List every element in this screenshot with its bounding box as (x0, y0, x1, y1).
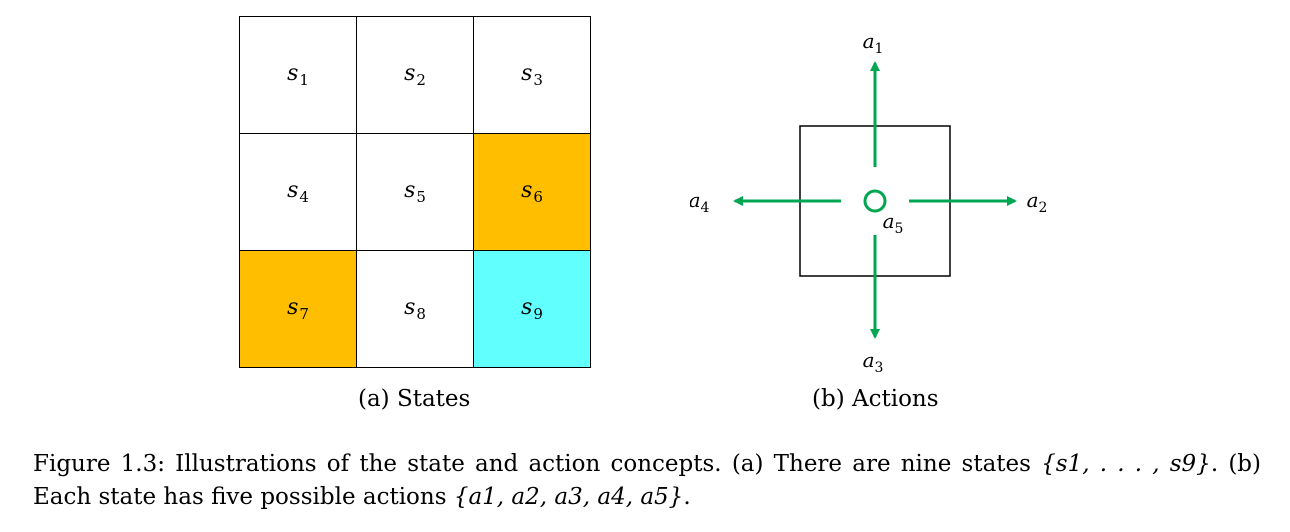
action-label-a5: a5 (883, 209, 904, 237)
state-index: 9 (533, 305, 543, 323)
action-arrows (733, 61, 1017, 339)
caption-text-3: . (683, 484, 691, 510)
caption-text-2: . (b) Each state has five possible actio… (33, 451, 1262, 510)
state-index: 7 (299, 305, 309, 323)
caption-text-1: Illustrations of the state and action co… (164, 451, 1042, 477)
state-symbol: s (287, 295, 299, 320)
state-cell-s1: s1 (240, 17, 357, 134)
state-symbol: s (404, 61, 416, 86)
state-label: s2 (404, 61, 426, 89)
state-label: s5 (404, 178, 426, 206)
state-symbol: s (404, 295, 416, 320)
action-label-a3: a3 (863, 348, 884, 376)
state-label: s7 (287, 295, 309, 323)
state-index: 6 (533, 188, 543, 206)
action-index: 5 (895, 221, 904, 237)
state-index: 3 (533, 71, 543, 89)
state-cell-s8: s8 (357, 251, 474, 368)
figure-label: Figure 1.3: (33, 451, 165, 477)
action-symbol: a (690, 188, 701, 212)
state-symbol: s (287, 61, 299, 86)
state-cell-s7: s7 (240, 251, 357, 368)
state-cell-s2: s2 (357, 17, 474, 134)
subcaption-states: (a) States (358, 386, 471, 412)
state-index: 1 (299, 71, 309, 89)
state-label: s3 (521, 61, 543, 89)
state-cell-s3: s3 (474, 17, 591, 134)
state-symbol: s (521, 178, 533, 203)
state-label: s9 (521, 295, 543, 323)
action-index: 4 (701, 200, 710, 216)
action-set-notation: {a1, a2, a3, a4, a5} (453, 484, 684, 510)
action-symbol: a (863, 29, 875, 53)
action-symbol: a (883, 209, 895, 233)
action-index: 1 (875, 41, 884, 57)
state-symbol: s (521, 295, 533, 320)
state-cell-s5: s5 (357, 134, 474, 251)
action-index: 3 (875, 360, 884, 376)
state-index: 4 (299, 188, 309, 206)
actions-diagram: a1a2a3a4a5 (690, 29, 1047, 376)
figure-caption: Figure 1.3: Illustrations of the state a… (33, 448, 1261, 514)
state-label: s8 (404, 295, 426, 323)
action-labels: a1a2a3a4a5 (690, 29, 1047, 376)
state-index: 8 (416, 305, 426, 323)
state-set-notation: {s1, . . . , s9} (1041, 451, 1211, 477)
action-symbol: a (1027, 188, 1039, 212)
state-index: 2 (416, 71, 426, 89)
action-label-a1: a1 (863, 29, 884, 57)
state-label: s6 (521, 178, 543, 206)
state-label: s4 (287, 178, 309, 206)
state-index: 5 (416, 188, 426, 206)
state-cell-s9: s9 (474, 251, 591, 368)
state-symbol: s (287, 178, 299, 203)
state-cell-s6: s6 (474, 134, 591, 251)
action-index: 2 (1039, 200, 1048, 216)
state-symbol: s (404, 178, 416, 203)
subcaption-actions: (b) Actions (812, 386, 939, 412)
action-symbol: a (863, 348, 875, 372)
action-label-a2: a2 (1027, 188, 1048, 216)
state-symbol: s (521, 61, 533, 86)
state-label: s1 (287, 61, 309, 89)
state-cell-s4: s4 (240, 134, 357, 251)
action-stay-circle (863, 189, 887, 213)
action-label-a4: a4 (690, 188, 710, 216)
